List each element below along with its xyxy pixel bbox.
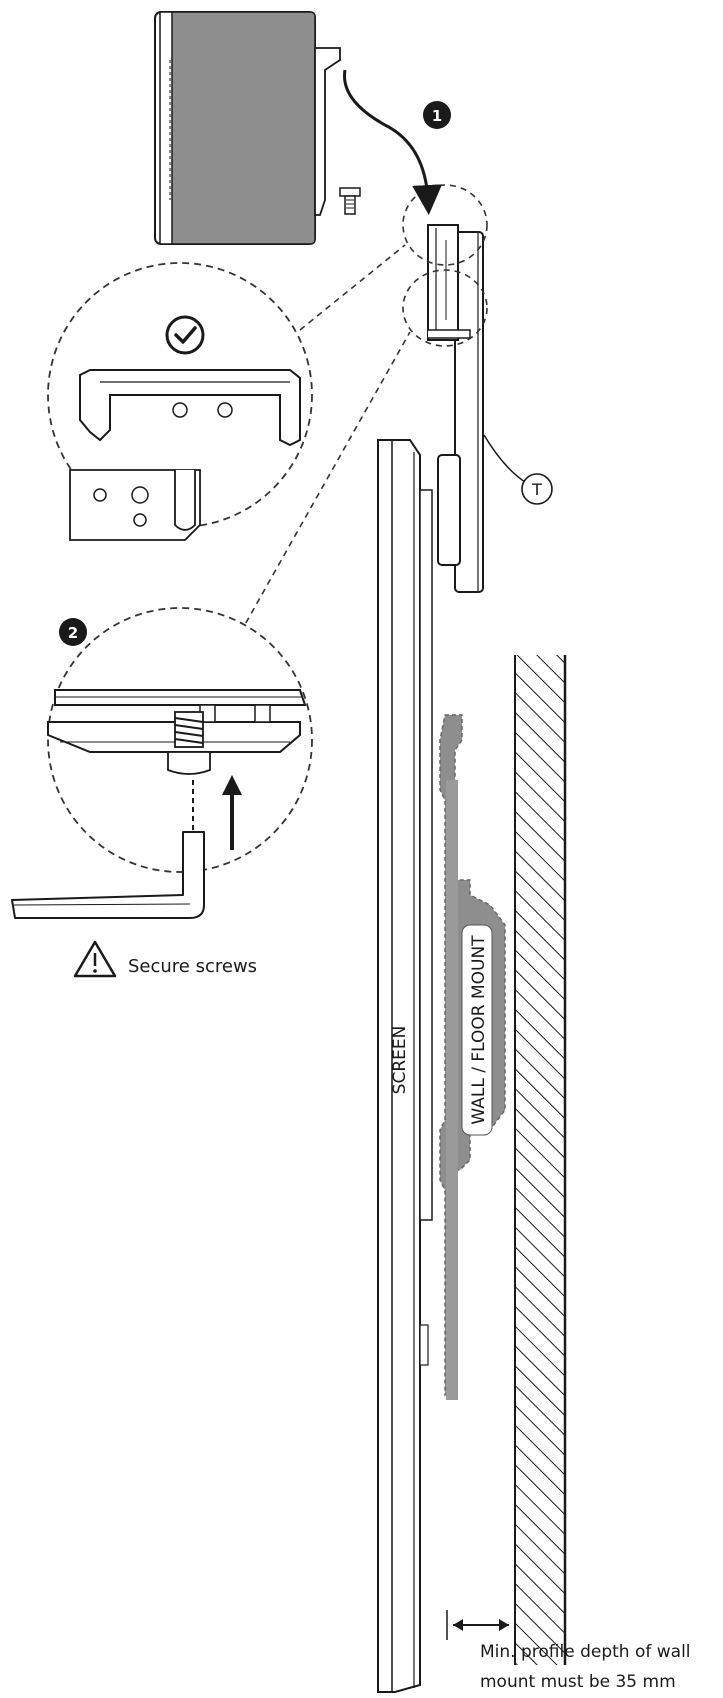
depth-note-line1: Min. profile depth of wall <box>480 1642 691 1662</box>
screen-label: SCREEN <box>390 1026 410 1095</box>
wall <box>514 655 567 1665</box>
secure-screws-label: Secure screws <box>128 956 257 977</box>
allen-key <box>11 831 205 919</box>
step-2-badge: 2 <box>59 618 87 646</box>
mount-label: WALL / FLOOR MOUNT <box>469 935 489 1125</box>
bracket-t: T <box>427 224 553 593</box>
step-1-badge: 1 <box>423 101 451 129</box>
part-t-label: T <box>531 480 542 499</box>
screen-panel: SCREEN <box>377 439 433 1693</box>
warning-note: Secure screws <box>73 940 257 978</box>
depth-note-line2: mount must be 35 mm <box>480 1672 676 1692</box>
detail-circle-screw <box>47 331 411 873</box>
step-2-label: 2 <box>68 624 78 642</box>
wall-floor-mount: WALL / FLOOR MOUNT <box>439 714 506 1400</box>
mounting-plate-top <box>154 11 361 245</box>
part-t-badge <box>521 473 553 505</box>
detail-circle-hook <box>47 244 406 541</box>
focus-circles <box>402 184 488 347</box>
step-1-label: 1 <box>432 107 442 125</box>
hang-arrow <box>343 69 443 215</box>
depth-dimension: Min. profile depth of wall mount must be… <box>446 1610 691 1692</box>
warning-triangle-icon <box>73 940 117 978</box>
check-circle-icon <box>165 315 205 355</box>
